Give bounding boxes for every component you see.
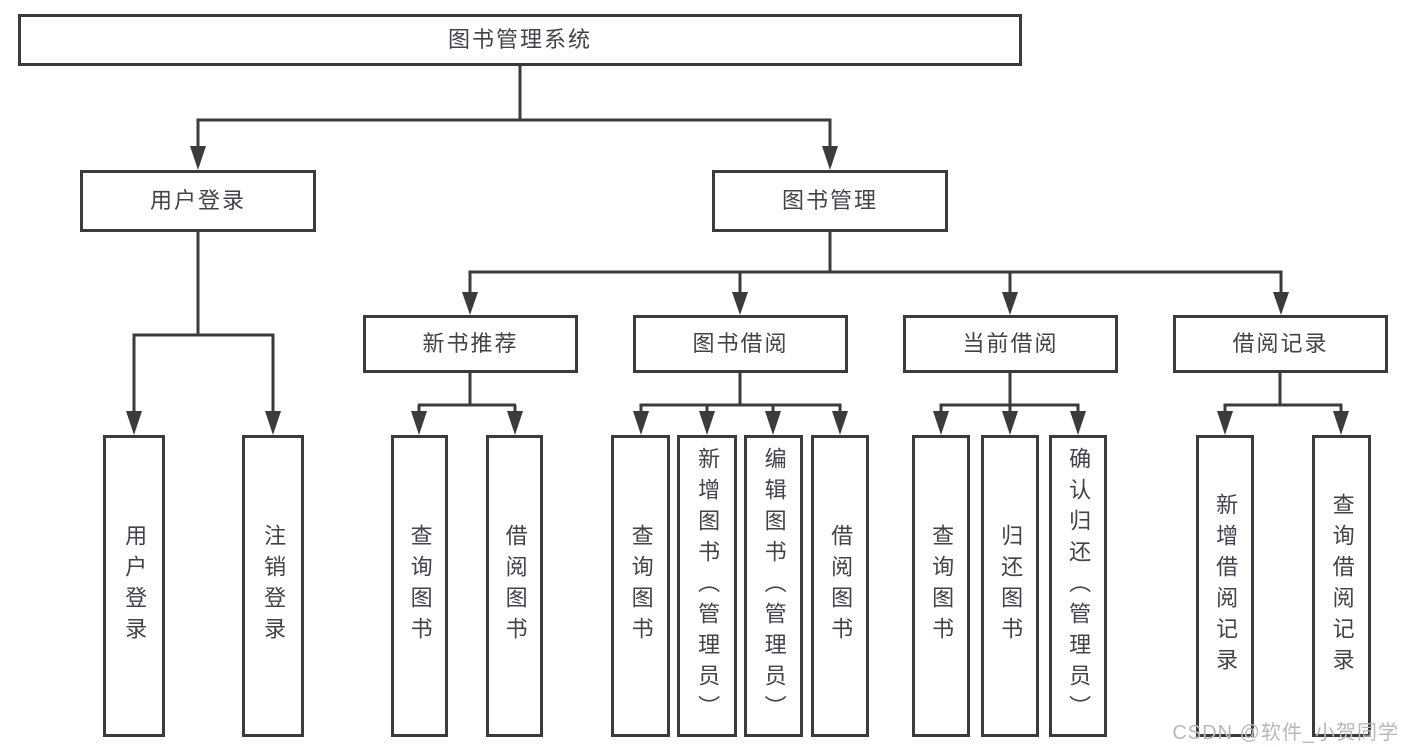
node-new-book-recommend-label: 新书推荐 (422, 331, 519, 356)
leaf-borrowing-query-book: 查询图书 (611, 435, 670, 737)
watermark: CSDN @软件_小贺同学 (1172, 722, 1399, 744)
node-book-borrowing-label: 图书借阅 (692, 331, 789, 356)
leaf-logout-label: 注销登录 (261, 524, 287, 648)
node-current-borrowing-label: 当前借阅 (962, 331, 1059, 356)
node-book-management-label: 图书管理 (781, 188, 878, 213)
leaf-user-login: 用户登录 (103, 435, 165, 737)
node-book-management: 图书管理 (712, 170, 948, 232)
leaf-logout: 注销登录 (242, 435, 304, 737)
leaf-records-add-record-label: 新增借阅记录 (1213, 493, 1239, 679)
node-root-label: 图书管理系统 (447, 27, 592, 52)
leaf-borrowing-add-book-label: 新增图书（管理员） (695, 446, 721, 726)
leaf-current-return-book: 归还图书 (981, 435, 1039, 737)
node-root: 图书管理系统 (18, 14, 1022, 66)
leaf-borrowing-borrow-book: 借阅图书 (811, 435, 869, 737)
leaf-records-query-record-label: 查询借阅记录 (1329, 493, 1355, 679)
edge-book-management-to-level3 (462, 232, 1289, 315)
leaf-current-confirm-return-label: 确认归还（管理员） (1066, 446, 1092, 726)
leaf-borrowing-edit-book-label: 编辑图书（管理员） (761, 446, 787, 726)
edge-book-borrowing-to-leaves (633, 373, 848, 435)
leaf-borrowing-query-book-label: 查询图书 (628, 524, 654, 648)
edge-user-login-to-leaves (126, 232, 281, 435)
edge-root-to-level2 (190, 66, 838, 170)
leaf-borrowing-add-book: 新增图书（管理员） (677, 435, 737, 737)
leaf-recommend-query-book-label: 查询图书 (407, 524, 433, 648)
leaf-recommend-borrow-book: 借阅图书 (486, 435, 543, 737)
leaf-current-return-book-label: 归还图书 (998, 524, 1024, 648)
leaf-borrowing-edit-book: 编辑图书（管理员） (744, 435, 803, 737)
node-book-borrowing: 图书借阅 (633, 315, 848, 373)
leaf-recommend-query-book: 查询图书 (391, 435, 448, 737)
leaf-recommend-borrow-book-label: 借阅图书 (502, 524, 528, 648)
node-user-login: 用户登录 (80, 170, 316, 232)
leaf-current-query-book-label: 查询图书 (929, 524, 955, 648)
leaf-records-query-record: 查询借阅记录 (1312, 435, 1371, 737)
leaf-borrowing-borrow-book-label: 借阅图书 (828, 524, 854, 648)
edge-new-book-recommend-to-leaves (411, 373, 523, 435)
leaf-current-query-book: 查询图书 (912, 435, 970, 737)
node-borrowing-records: 借阅记录 (1173, 315, 1388, 373)
node-new-book-recommend: 新书推荐 (363, 315, 578, 373)
node-current-borrowing: 当前借阅 (903, 315, 1118, 373)
leaf-records-add-record: 新增借阅记录 (1196, 435, 1254, 737)
edge-current-borrowing-to-leaves (933, 373, 1086, 435)
leaf-current-confirm-return: 确认归还（管理员） (1049, 435, 1107, 737)
node-user-login-label: 用户登录 (149, 188, 246, 213)
leaf-user-login-label: 用户登录 (122, 524, 148, 648)
edge-borrowing-records-to-leaves (1217, 373, 1349, 435)
node-borrowing-records-label: 借阅记录 (1232, 331, 1329, 356)
